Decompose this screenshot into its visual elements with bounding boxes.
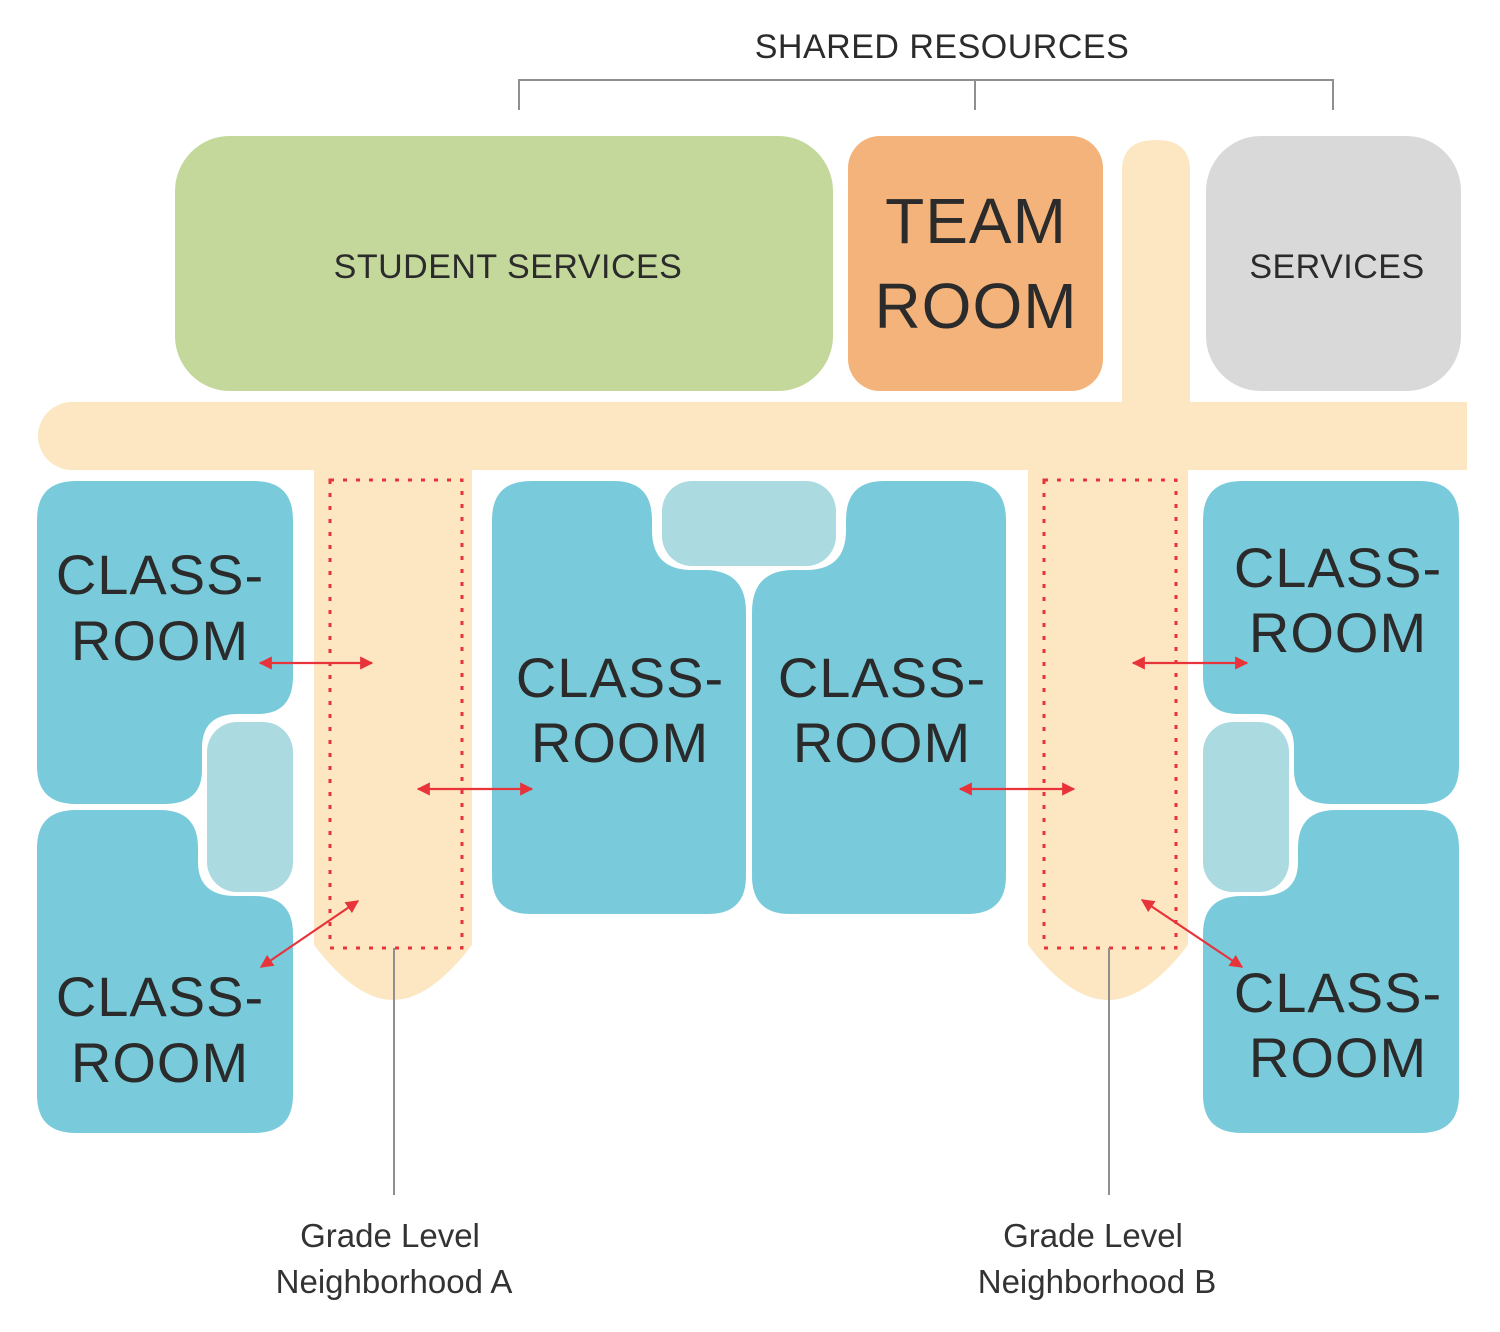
team-room-label-line1: TEAM — [885, 185, 1067, 257]
neighborhood-a-label-line1: Grade Level — [300, 1217, 480, 1254]
shared-resources-bracket — [518, 79, 1334, 110]
team-room-label-line2: ROOM — [874, 270, 1077, 342]
classroom-left-bottom — [37, 810, 293, 1133]
shared-resources-title: SHARED RESOURCES — [755, 28, 1130, 66]
student-services-label: STUDENT SERVICES — [334, 248, 683, 286]
neighborhood-a-boundary — [328, 478, 464, 950]
neighborhood-a-label-line2: Neighborhood A — [276, 1263, 513, 1300]
classroom-right-top-line1: CLASS- — [1234, 536, 1442, 599]
student-services-room — [175, 136, 833, 391]
support-space-left — [207, 722, 293, 892]
classroom-left-top-line1: CLASS- — [56, 543, 264, 606]
classroom-left-bottom-line1: CLASS- — [56, 965, 264, 1028]
main-corridor — [38, 402, 1467, 470]
services-room — [1206, 136, 1461, 391]
vertical-connector-corridor — [1122, 140, 1190, 410]
arrow-right-bottom-classroom — [1140, 899, 1244, 968]
neighborhood-b-commons — [1028, 468, 1188, 1000]
neighborhood-b-label-line2: Neighborhood B — [978, 1263, 1217, 1300]
team-room — [848, 136, 1103, 391]
classroom-left-bottom-line2: ROOM — [71, 1031, 249, 1094]
neighborhood-b-label-line1: Grade Level — [1003, 1217, 1183, 1254]
classroom-right-top-line2: ROOM — [1249, 601, 1427, 664]
support-space-center — [662, 481, 836, 566]
classroom-right-bottom-line2: ROOM — [1249, 1026, 1427, 1089]
arrow-left-bottom-classroom — [259, 900, 360, 968]
classroom-center-left-line2: ROOM — [531, 711, 709, 774]
classroom-right-top — [1203, 481, 1459, 804]
support-space-right — [1203, 722, 1289, 892]
classroom-left-top-line2: ROOM — [71, 609, 249, 672]
classroom-center-left — [492, 481, 746, 914]
classroom-center-right — [752, 481, 1006, 914]
services-label: SERVICES — [1249, 248, 1424, 286]
classroom-right-bottom — [1203, 810, 1459, 1133]
classroom-left-top — [37, 481, 293, 804]
classroom-center-right-line2: ROOM — [793, 711, 971, 774]
classroom-center-left-line1: CLASS- — [516, 646, 724, 709]
classroom-right-bottom-line1: CLASS- — [1234, 961, 1442, 1024]
classroom-center-right-line1: CLASS- — [778, 646, 986, 709]
neighborhood-a-commons — [314, 468, 472, 1000]
